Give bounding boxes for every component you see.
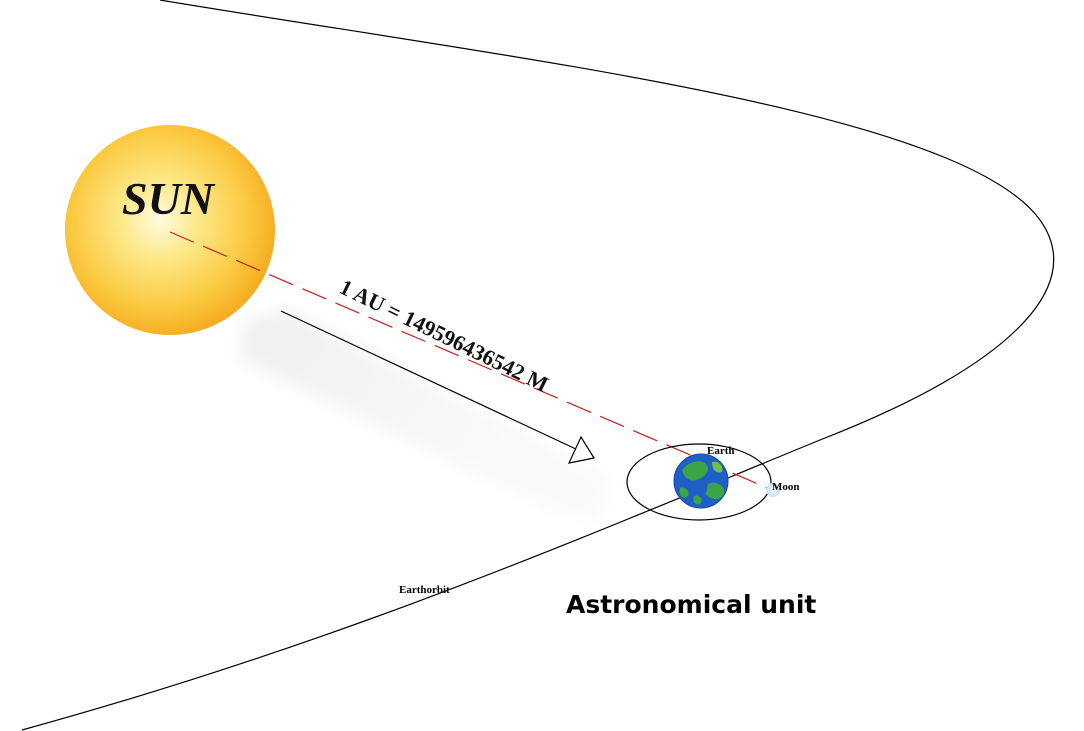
moon-label: Moon	[772, 481, 800, 493]
earth	[674, 454, 728, 508]
earth-orbit-curve	[22, 0, 1054, 730]
earth-orbit-label: Earthorbit	[399, 584, 450, 596]
earth-label: Earth	[707, 445, 735, 457]
diagram-title: Astronomical unit	[566, 590, 816, 619]
direction-arrow-head	[569, 437, 594, 463]
sun-label: SUN	[122, 173, 216, 224]
sun	[65, 125, 275, 335]
arrow-shadow	[240, 310, 612, 520]
